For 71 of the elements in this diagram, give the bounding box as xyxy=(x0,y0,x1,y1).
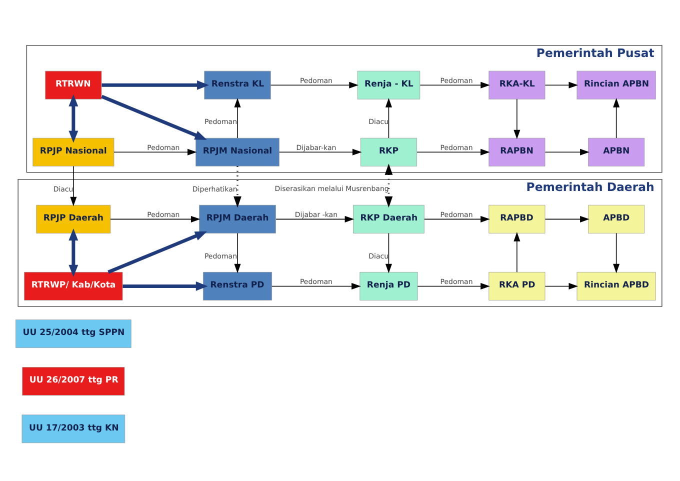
node-box: UU 26/2007 ttg PR xyxy=(22,366,125,396)
arrow xyxy=(271,282,361,289)
node-box: RPJM Daerah xyxy=(199,204,276,233)
arrow xyxy=(70,165,77,206)
node-box: APBN xyxy=(588,137,645,166)
node-box: RPJP Daerah xyxy=(36,204,111,233)
arrow xyxy=(278,148,362,155)
arrow xyxy=(234,166,242,208)
node-box: RTRWP/ Kab/Kota xyxy=(24,271,123,300)
arrow xyxy=(613,232,620,273)
arrow xyxy=(544,81,578,88)
node-box: Renstra PD xyxy=(203,271,272,300)
edge-label: Pedoman xyxy=(147,142,180,152)
edge-label: Pedoman xyxy=(300,75,333,84)
node-box: Renja - KL xyxy=(357,70,420,99)
edge-label: Diperhatikan xyxy=(192,184,238,193)
edge-label: Pedoman xyxy=(204,116,238,126)
arrow xyxy=(108,230,208,274)
arrow xyxy=(110,215,200,222)
arrow xyxy=(420,81,490,88)
node-box: Renstra KL xyxy=(204,70,271,99)
arrow xyxy=(270,81,358,88)
node-box: UU 17/2003 ttg KN xyxy=(22,414,126,443)
edge-label: Pedoman xyxy=(147,209,180,218)
arrow xyxy=(544,148,590,155)
node-box: Rincian APBD xyxy=(576,271,656,300)
arrow xyxy=(385,97,392,138)
arrow xyxy=(68,228,78,276)
edge-label: Pedoman xyxy=(440,142,473,152)
edge-label: Dijabar-kan xyxy=(296,142,336,152)
node-box: RPJM Nasional xyxy=(196,137,280,166)
arrow xyxy=(424,215,490,222)
node-box: Rincian APBN xyxy=(576,70,656,99)
node-box: RTRWN xyxy=(45,70,102,99)
node-box: APBD xyxy=(588,204,645,233)
node-box: RAPBD xyxy=(488,204,546,233)
arrow xyxy=(514,232,520,272)
arrow xyxy=(234,232,241,273)
edge-label: Pedoman xyxy=(440,75,473,84)
edge-label: Diacu xyxy=(368,250,389,260)
arrow xyxy=(416,148,490,155)
node-box: RKA PD xyxy=(488,271,546,300)
arrow xyxy=(385,232,392,273)
arrow xyxy=(68,94,78,142)
edge-label: Dijabar -kan xyxy=(294,209,338,218)
edge-label: Diserasikan melalui Musrenbang xyxy=(274,183,389,192)
arrow xyxy=(417,282,490,289)
node-box: RKP Daerah xyxy=(353,204,424,233)
node-box: RPJP Nasional xyxy=(32,137,114,166)
arrow xyxy=(101,94,207,140)
edge-label: Diacu xyxy=(53,184,74,193)
arrow xyxy=(276,215,354,222)
edge-label: Pedoman xyxy=(204,250,238,260)
node-box: RAPBN xyxy=(488,137,546,166)
node-box: Renja PD xyxy=(360,271,418,300)
edge-label: Pedoman xyxy=(440,209,473,218)
edge-label: Pedoman xyxy=(440,276,473,286)
node-box: UU 25/2004 ttg SPPN xyxy=(16,319,132,348)
edge-label: Diacu xyxy=(368,116,389,126)
arrow xyxy=(384,163,393,208)
arrow xyxy=(114,148,197,155)
arrow xyxy=(102,80,210,90)
arrow xyxy=(544,282,578,289)
arrow xyxy=(234,97,241,138)
arrow xyxy=(544,215,590,222)
arrow xyxy=(514,98,520,139)
node-box: RKA-KL xyxy=(488,70,546,99)
edge-label: Pedoman xyxy=(300,276,333,286)
node-box: RKP xyxy=(360,137,417,166)
arrow xyxy=(122,280,208,290)
arrow xyxy=(613,97,620,138)
